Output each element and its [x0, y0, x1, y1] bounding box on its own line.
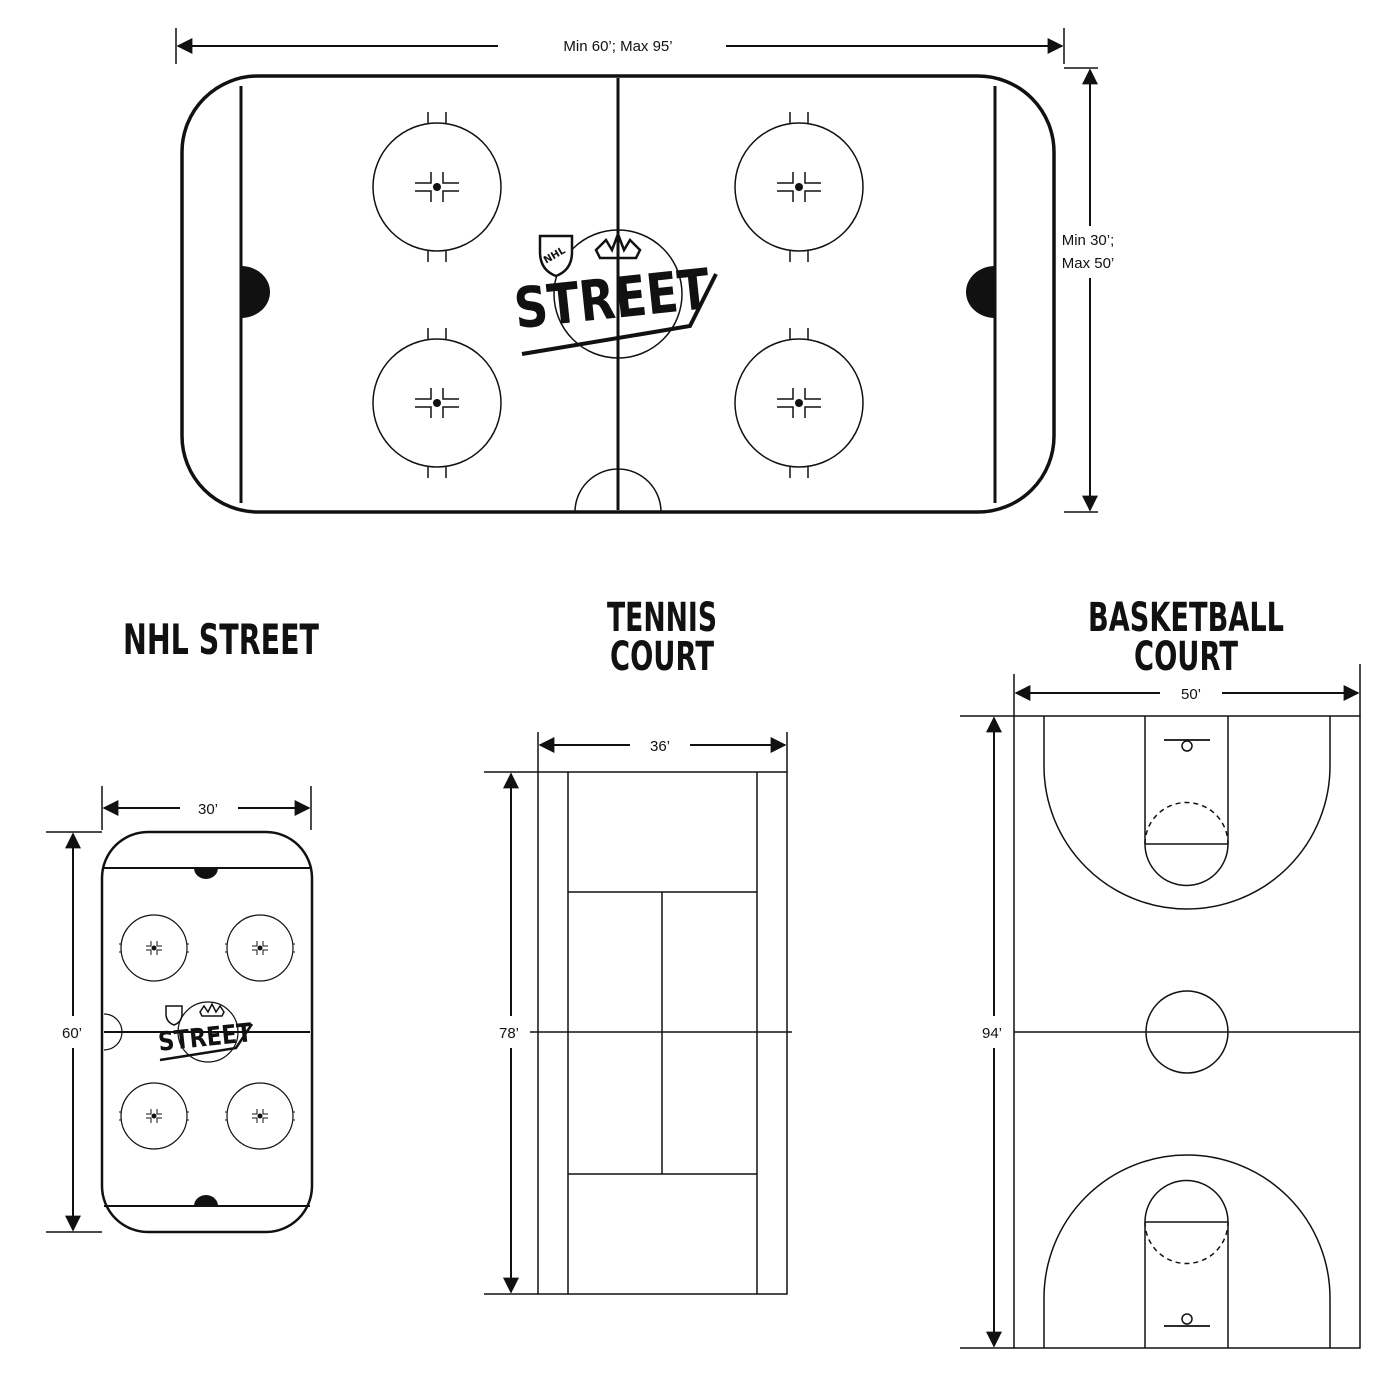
main-rink-height-label-line1: Min 30’;	[1062, 232, 1115, 249]
goal-crease-right	[966, 266, 995, 318]
tennis-title-line1: TENNIS	[607, 595, 717, 641]
goal-crease-left	[241, 266, 270, 318]
faceoff-circle-top-left	[372, 112, 502, 262]
basketball-width-label: 50’	[1181, 686, 1201, 703]
three-point-line-top	[1043, 716, 1331, 910]
center-faceoff-circle	[553, 229, 683, 359]
hoop-bottom	[1181, 1313, 1193, 1325]
faceoff-circle-bottom-right	[734, 328, 864, 478]
nhl-street-faceoff-top-right	[226, 914, 294, 982]
nhl-street-faceoff-bottom-left	[120, 1082, 188, 1150]
nhl-street-rink-boards	[100, 830, 314, 1234]
free-throw-circle-top-solid	[1144, 843, 1229, 887]
free-throw-circle-top-dashed	[1144, 801, 1229, 845]
nhl-street-length-label: 60’	[62, 1025, 82, 1042]
nhl-shield-icon	[538, 234, 574, 278]
tennis-title-line2: COURT	[610, 634, 714, 680]
hoop-top	[1181, 740, 1193, 752]
small-crown-icon	[199, 1002, 225, 1017]
small-nhl-shield-icon	[165, 1005, 183, 1026]
main-rink-boards	[180, 74, 1056, 514]
street-wordmark: STREET	[511, 257, 713, 342]
small-hockey-stick-icon	[159, 1023, 254, 1062]
key-top	[1144, 716, 1229, 845]
main-rink-height-label-line2: Max 50’	[1062, 255, 1115, 272]
nhl-street-crease-bottom	[194, 1195, 218, 1206]
faceoff-circle-top-right	[734, 112, 864, 262]
key-bottom	[1144, 1221, 1229, 1348]
crown-icon	[594, 230, 642, 260]
nhl-street-title: NHL STREET	[123, 615, 319, 664]
tennis-section: TENNIS COURT 36’ 78’	[484, 595, 792, 1295]
nhl-street-width-label: 30’	[198, 801, 218, 818]
referee-crease	[574, 468, 662, 513]
tennis-court-outline	[537, 771, 788, 1295]
nhl-street-crease-top	[194, 868, 218, 879]
basketball-title-line1: BASKETBALL	[1088, 595, 1284, 641]
basketball-center-circle	[1145, 990, 1229, 1074]
nhl-street-faceoff-top-left	[120, 914, 188, 982]
tennis-width-label: 36’	[650, 738, 670, 755]
nhl-street-referee-crease	[103, 1013, 123, 1051]
nhl-street-small-logo: STREET	[157, 1002, 254, 1062]
main-rink-width-label: Min 60’; Max 95’	[563, 38, 672, 55]
three-point-line-bottom	[1043, 1154, 1331, 1348]
free-throw-circle-bottom-dashed	[1144, 1221, 1229, 1265]
faceoff-circle-bottom-left	[372, 328, 502, 478]
main-rink: Min 60’; Max 95’ Min 30’; Max 50’	[175, 28, 1115, 514]
basketball-title-line2: COURT	[1134, 634, 1238, 680]
nhl-street-center-circle	[177, 1001, 239, 1063]
basketball-section: BASKETBALL COURT 50’ 94’	[960, 595, 1361, 1349]
nhl-street-section: NHL STREET 30’ 60’	[46, 615, 319, 1234]
main-rink-width-dimension: Min 60’; Max 95’	[175, 28, 1065, 64]
nhl-street-logo: NHL STREET	[511, 230, 718, 356]
free-throw-circle-bottom-solid	[1144, 1179, 1229, 1223]
tennis-length-label: 78’	[499, 1025, 519, 1042]
basketball-length-label: 94’	[982, 1025, 1002, 1042]
nhl-street-faceoff-bottom-right	[226, 1082, 294, 1150]
main-rink-height-dimension: Min 30’; Max 50’	[1062, 67, 1115, 513]
nhl-street-faceoff-circles	[119, 914, 295, 1150]
hockey-stick-icon	[521, 273, 718, 356]
